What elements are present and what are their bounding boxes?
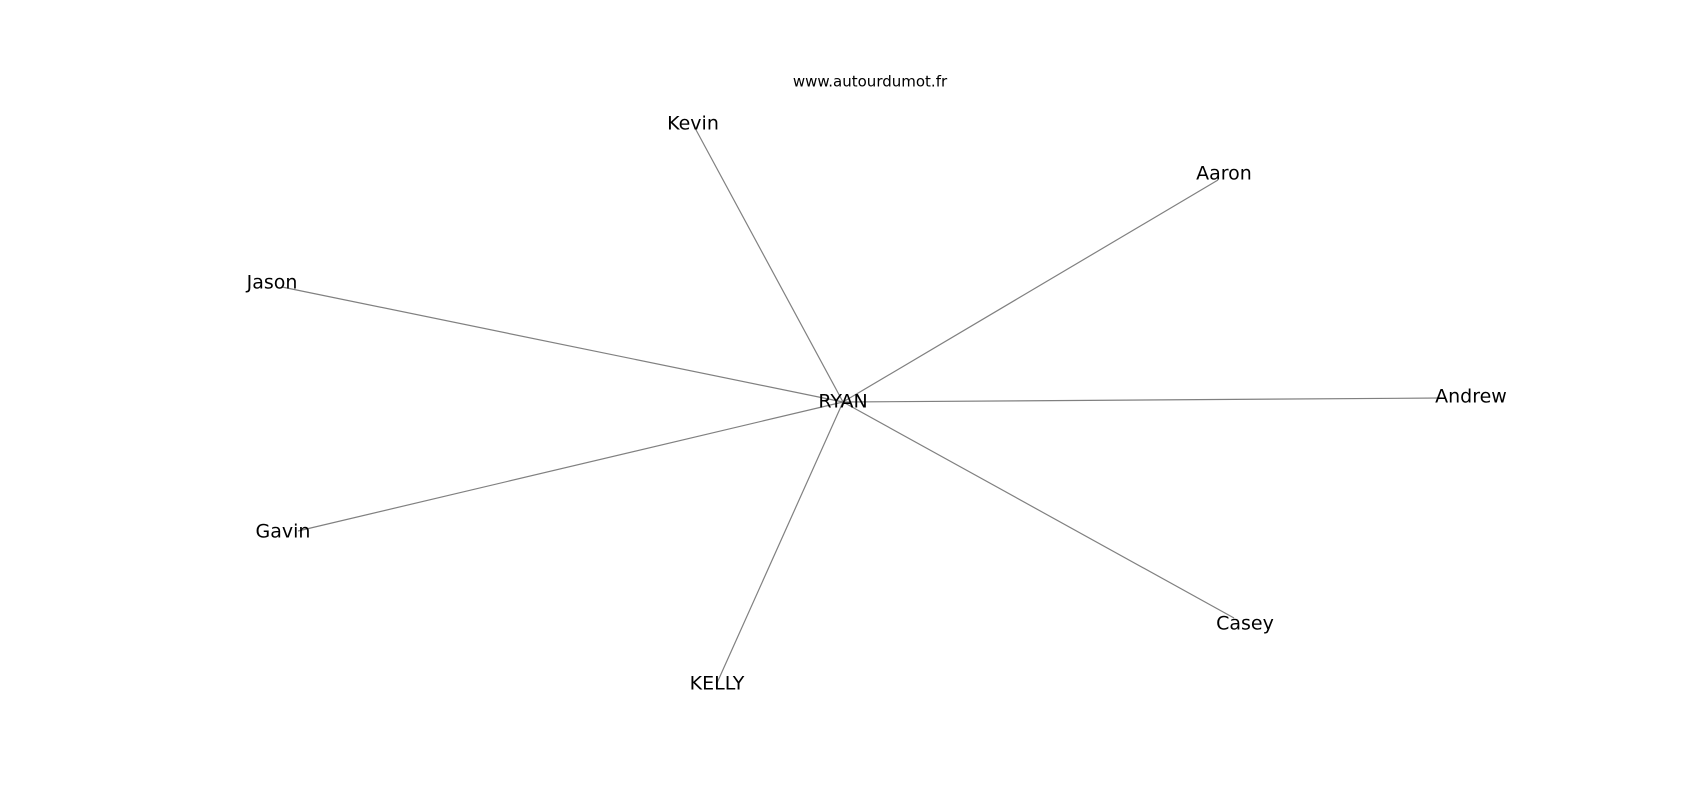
edge-ryan-casey [842,401,1235,619]
edge-ryan-gavin [297,401,844,532]
node-label-casey: Casey [1216,613,1274,635]
edges-layer [281,127,1443,684]
watermark-text: www.autourdumot.fr [793,73,948,91]
edge-ryan-kevin [694,127,844,403]
node-label-kevin: Kevin [667,113,719,135]
node-label-kelly: KELLY [690,673,745,695]
edge-ryan-andrew [842,397,1443,403]
node-label-gavin: Gavin [256,521,311,543]
edge-ryan-kelly [716,401,844,684]
edge-ryan-jason [281,286,844,403]
node-label-jason: Jason [246,272,298,294]
node-label-andrew: Andrew [1435,386,1507,408]
edge-ryan-aaron [842,179,1219,403]
node-label-aaron: Aaron [1196,163,1252,185]
node-label-ryan: RYAN [818,391,867,413]
